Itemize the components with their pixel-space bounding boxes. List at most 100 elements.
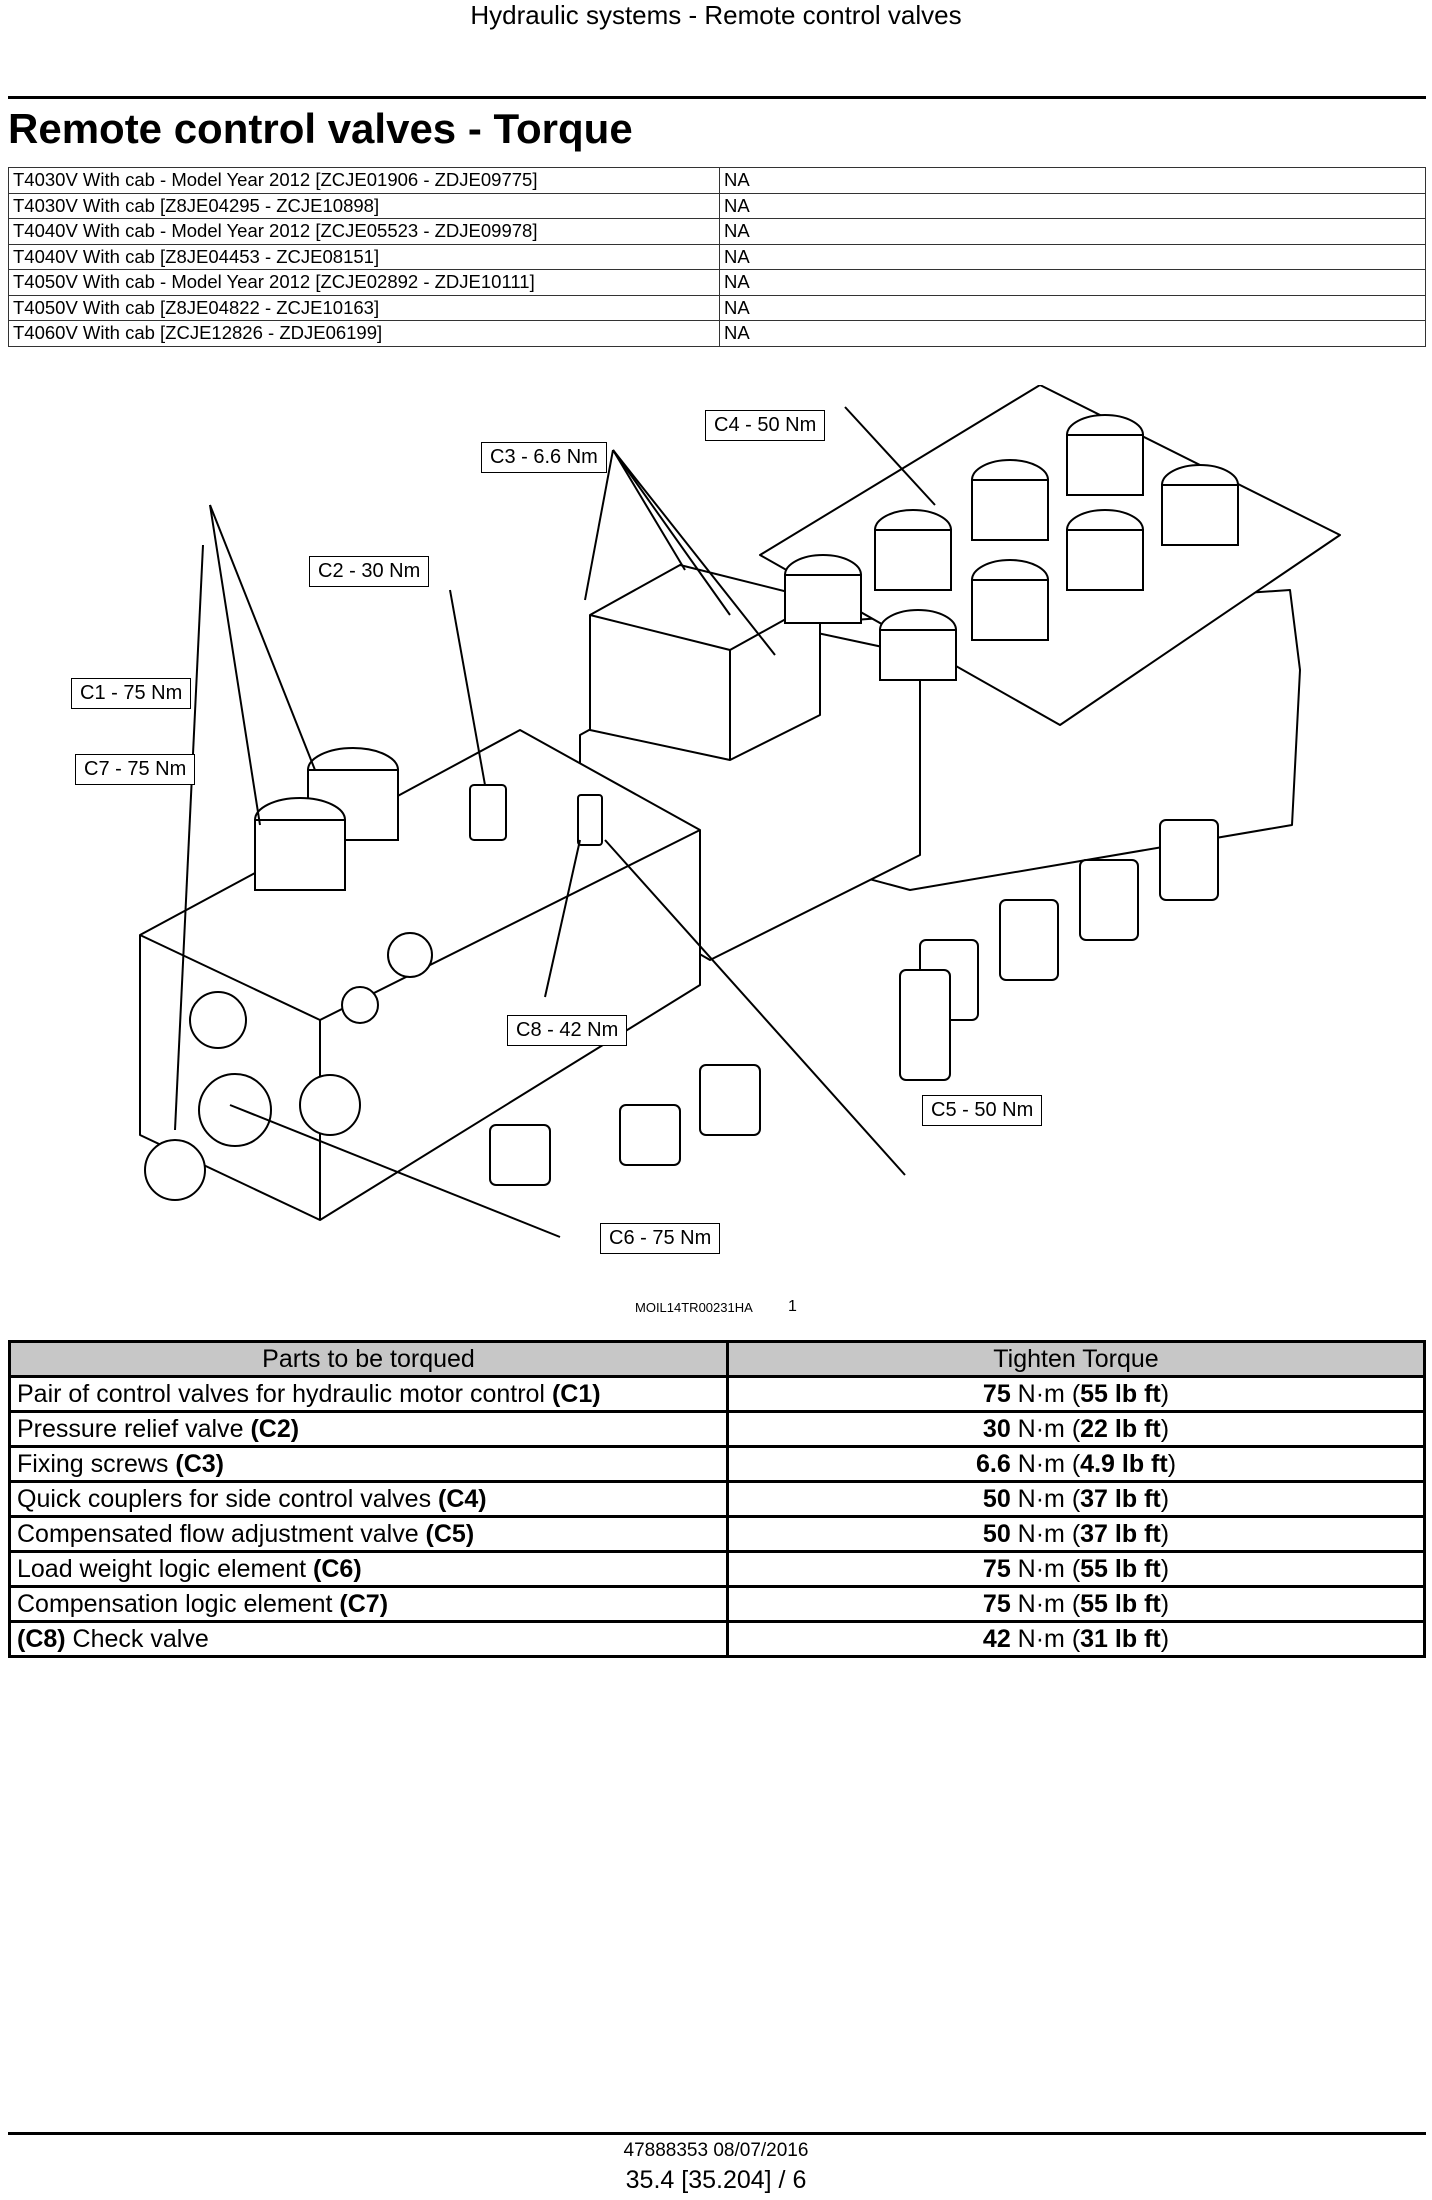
section-header: Hydraulic systems - Remote control valve… (470, 0, 962, 30)
torque-cell: 50 N·m (37 lb ft) (726, 1515, 1426, 1553)
torque-cell: 75 N·m (55 lb ft) (726, 1550, 1426, 1588)
torque-row: Load weight logic element (C6)75 N·m (55… (8, 1550, 1426, 1588)
part-name: Pressure relief valve (17, 1415, 251, 1443)
model-value: NA (719, 294, 1426, 321)
torque-unit: N·m ( (1010, 1590, 1081, 1618)
part-code-prefix: (C8) (17, 1625, 66, 1653)
model-row: T4050V With cab - Model Year 2012 [ZCJE0… (8, 269, 1426, 296)
callout-c5: C5 - 50 Nm (922, 1095, 1043, 1126)
model-row: T4040V With cab [Z8JE04453 - ZCJE08151]N… (8, 243, 1426, 270)
torque-unit: N·m ( (1010, 1415, 1081, 1443)
footer-doc-id: 47888353 08/07/2016 (623, 2140, 809, 2161)
part-name: Check valve (65, 1625, 209, 1653)
torque-unit: N·m ( (1010, 1485, 1081, 1513)
model-name: T4050V With cab - Model Year 2012 [ZCJE0… (8, 269, 720, 296)
torque-cell: 6.6 N·m (4.9 lb ft) (726, 1445, 1426, 1483)
model-value: NA (719, 243, 1426, 270)
torque-nm: 30 (982, 1415, 1011, 1443)
torque-row: Fixing screws (C3)6.6 N·m (4.9 lb ft) (8, 1445, 1426, 1483)
part-name: Fixing screws (17, 1450, 176, 1478)
torque-unit: N·m ( (1010, 1625, 1081, 1653)
torque-cell: 50 N·m (37 lb ft) (726, 1480, 1426, 1518)
part-code: (C6) (313, 1555, 362, 1583)
torque-close: ) (1167, 1450, 1177, 1478)
callout-c3: C3 - 6.6 Nm (481, 442, 607, 473)
torque-row: Compensation logic element (C7)75 N·m (5… (8, 1585, 1426, 1623)
torque-row: Quick couplers for side control valves (… (8, 1480, 1426, 1518)
figure-reference: MOIL14TR00231HA (635, 1300, 753, 1315)
torque-lbft: 31 lb ft (1080, 1625, 1161, 1653)
torque-header-torque: Tighten Torque (726, 1340, 1426, 1378)
torque-lbft: 55 lb ft (1080, 1380, 1161, 1408)
torque-close: ) (1160, 1590, 1170, 1618)
torque-nm: 50 (982, 1520, 1011, 1548)
part-name: Pair of control valves for hydraulic mot… (17, 1380, 552, 1408)
torque-lbft: 37 lb ft (1080, 1520, 1161, 1548)
torque-unit: N·m ( (1010, 1380, 1081, 1408)
callout-c1: C1 - 75 Nm (71, 678, 192, 709)
part-cell: Quick couplers for side control valves (… (8, 1480, 729, 1518)
torque-close: ) (1160, 1380, 1170, 1408)
model-applicability-table: T4030V With cab - Model Year 2012 [ZCJE0… (8, 167, 1426, 347)
torque-lbft: 4.9 lb ft (1080, 1450, 1168, 1478)
part-name: Compensation logic element (17, 1590, 340, 1618)
torque-cell: 75 N·m (55 lb ft) (726, 1585, 1426, 1623)
model-value: NA (719, 167, 1426, 194)
part-name: Compensated flow adjustment valve (17, 1520, 426, 1548)
part-cell: Fixing screws (C3) (8, 1445, 729, 1483)
torque-close: ) (1160, 1555, 1170, 1583)
torque-nm: 6.6 (975, 1450, 1011, 1478)
torque-close: ) (1160, 1415, 1170, 1443)
torque-close: ) (1160, 1520, 1170, 1548)
model-name: T4040V With cab [Z8JE04453 - ZCJE08151] (8, 243, 720, 270)
model-row: T4050V With cab [Z8JE04822 - ZCJE10163]N… (8, 294, 1426, 321)
part-code: (C1) (551, 1380, 601, 1408)
model-value: NA (719, 320, 1426, 347)
model-row: T4060V With cab [ZCJE12826 - ZDJE06199]N… (8, 320, 1426, 347)
torque-lbft: 55 lb ft (1080, 1590, 1161, 1618)
model-name: T4040V With cab - Model Year 2012 [ZCJE0… (8, 218, 720, 245)
torque-header-parts: Parts to be torqued (8, 1340, 729, 1378)
header-rule (8, 96, 1426, 99)
valve-assembly-drawing (139, 384, 1341, 1238)
part-cell: Compensated flow adjustment valve (C5) (8, 1515, 729, 1553)
model-value: NA (719, 269, 1426, 296)
torque-unit: N·m ( (1010, 1450, 1081, 1478)
part-code: (C4) (438, 1485, 487, 1513)
torque-table: Parts to be torqued Tighten Torque Pair … (8, 1340, 1426, 1658)
part-cell: Compensation logic element (C7) (8, 1585, 729, 1623)
torque-lbft: 37 lb ft (1080, 1485, 1161, 1513)
torque-close: ) (1160, 1485, 1170, 1513)
part-code: (C3) (175, 1450, 224, 1478)
part-cell: Pressure relief valve (C2) (8, 1410, 729, 1448)
model-name: T4030V With cab - Model Year 2012 [ZCJE0… (8, 167, 720, 194)
valve-assembly-figure: C4 - 50 Nm C3 - 6.6 Nm C2 - 30 Nm C1 - 7… (60, 384, 1360, 1315)
callout-c7: C7 - 75 Nm (75, 754, 196, 785)
part-name: Load weight logic element (17, 1555, 314, 1583)
page-title: Remote control valves - Torque (8, 105, 633, 152)
torque-nm: 75 (982, 1590, 1011, 1618)
torque-nm: 75 (982, 1380, 1011, 1408)
model-value: NA (719, 218, 1426, 245)
part-cell: Pair of control valves for hydraulic mot… (8, 1375, 729, 1413)
torque-row: Compensated flow adjustment valve (C5)50… (8, 1515, 1426, 1553)
footer-rule (8, 2132, 1426, 2135)
model-row: T4030V With cab [Z8JE04295 - ZCJE10898]N… (8, 192, 1426, 219)
model-row: T4040V With cab - Model Year 2012 [ZCJE0… (8, 218, 1426, 245)
torque-nm: 75 (982, 1555, 1011, 1583)
model-value: NA (719, 192, 1426, 219)
part-cell: (C8) Check valve (8, 1620, 729, 1658)
part-cell: Load weight logic element (C6) (8, 1550, 729, 1588)
torque-cell: 75 N·m (55 lb ft) (726, 1375, 1426, 1413)
callout-c8: C8 - 42 Nm (507, 1015, 628, 1046)
callout-c4: C4 - 50 Nm (705, 410, 826, 441)
torque-cell: 30 N·m (22 lb ft) (726, 1410, 1426, 1448)
torque-row: Pair of control valves for hydraulic mot… (8, 1375, 1426, 1413)
torque-lbft: 55 lb ft (1080, 1555, 1161, 1583)
model-name: T4050V With cab [Z8JE04822 - ZCJE10163] (8, 294, 720, 321)
part-code: (C5) (425, 1520, 475, 1548)
torque-close: ) (1160, 1625, 1170, 1653)
part-code: (C2) (250, 1415, 300, 1443)
torque-unit: N·m ( (1010, 1520, 1081, 1548)
